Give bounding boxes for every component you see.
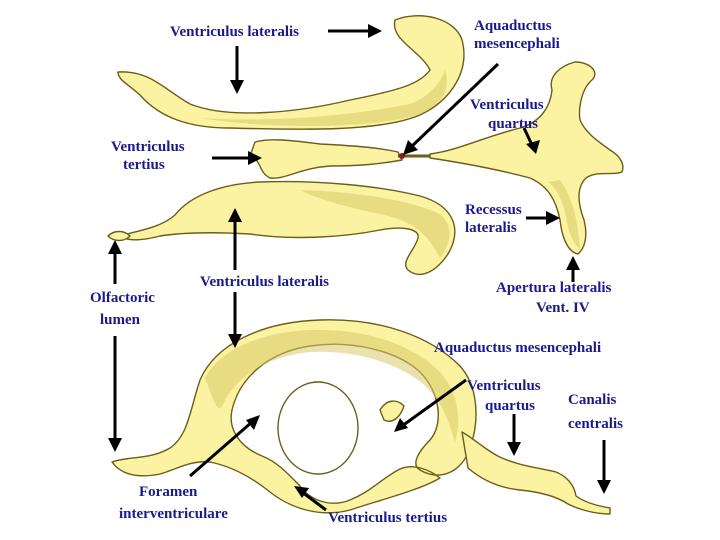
label-canalis-line1: Canalis — [568, 392, 617, 408]
fourth-ventricle-shape — [430, 62, 623, 254]
label-ventriculus-tertius-bottom: Ventriculus tertius — [328, 510, 447, 526]
label-foramen-line2: interventriculare — [119, 506, 228, 522]
lower-lateral-ventricle-shape — [120, 182, 455, 275]
label-ventriculus-quartus-bottom-line2: quartus — [485, 398, 535, 414]
label-aquaductus-top-line2: mesencephali — [474, 36, 560, 52]
fourth-ventricle-lateral-shape — [462, 432, 610, 514]
label-ventriculus-tertius-top-line2: tertius — [123, 157, 165, 173]
label-ventriculus-lateralis-top: Ventriculus lateralis — [170, 24, 299, 40]
label-ventriculus-quartus-top-line2: quartus — [488, 116, 538, 132]
label-ventriculus-quartus-bottom-line1: Ventriculus — [467, 378, 541, 394]
label-olfactoric-line2: lumen — [100, 312, 141, 328]
label-canalis-line2: centralis — [568, 416, 623, 432]
label-ventriculus-quartus-top-line1: Ventriculus — [470, 97, 544, 113]
label-apertura-line2: Vent. IV — [536, 300, 590, 316]
third-ventricle-top-shape — [250, 140, 402, 178]
label-recessus-line1: Recessus — [465, 202, 522, 218]
label-aquaductus-bottom: Aquaductus mesencephali — [434, 340, 601, 356]
label-olfactoric-line1: Olfactoric — [90, 290, 155, 306]
label-apertura-line1: Apertura lateralis — [496, 280, 612, 296]
foramen-notch — [380, 401, 404, 421]
label-recessus-line2: lateralis — [465, 220, 517, 236]
label-ventriculus-tertius-top-line1: Ventriculus — [111, 139, 185, 155]
label-aquaductus-top-line1: Aquaductus — [474, 18, 552, 34]
interthalamic-hole — [278, 382, 358, 474]
olfactoric-bulb-top — [108, 232, 130, 241]
label-ventriculus-lateralis-mid: Ventriculus lateralis — [200, 274, 329, 290]
label-foramen-line1: Foramen — [139, 484, 198, 500]
